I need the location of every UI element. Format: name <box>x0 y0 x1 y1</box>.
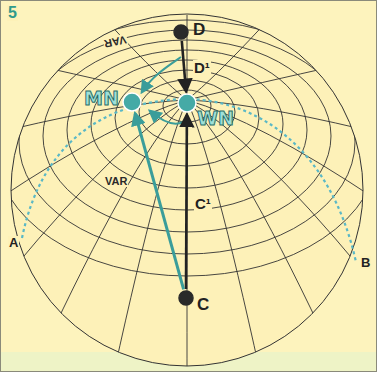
point-label: D¹ <box>193 60 211 75</box>
point-dot: D <box>173 24 189 40</box>
point-dot: C <box>178 290 194 306</box>
point-label: WN <box>197 109 234 128</box>
variation-label: VAR <box>104 176 128 187</box>
node-circle <box>177 93 197 113</box>
bearing-line <box>135 114 183 290</box>
node-circle <box>122 92 142 112</box>
node-circle <box>173 24 189 40</box>
point-label: MN <box>84 89 119 108</box>
point-label: D <box>193 21 205 38</box>
bearing-line <box>182 41 186 91</box>
magnetic-north: MN <box>122 92 142 112</box>
point-label: C¹ <box>194 196 212 211</box>
point-label: B <box>360 256 371 269</box>
point-label: C <box>197 296 209 313</box>
node-circle <box>178 290 194 306</box>
point-label: A <box>8 236 19 249</box>
figure-number: 5 <box>7 5 18 21</box>
true-north: WN <box>177 93 197 113</box>
bearing-line <box>185 115 188 289</box>
